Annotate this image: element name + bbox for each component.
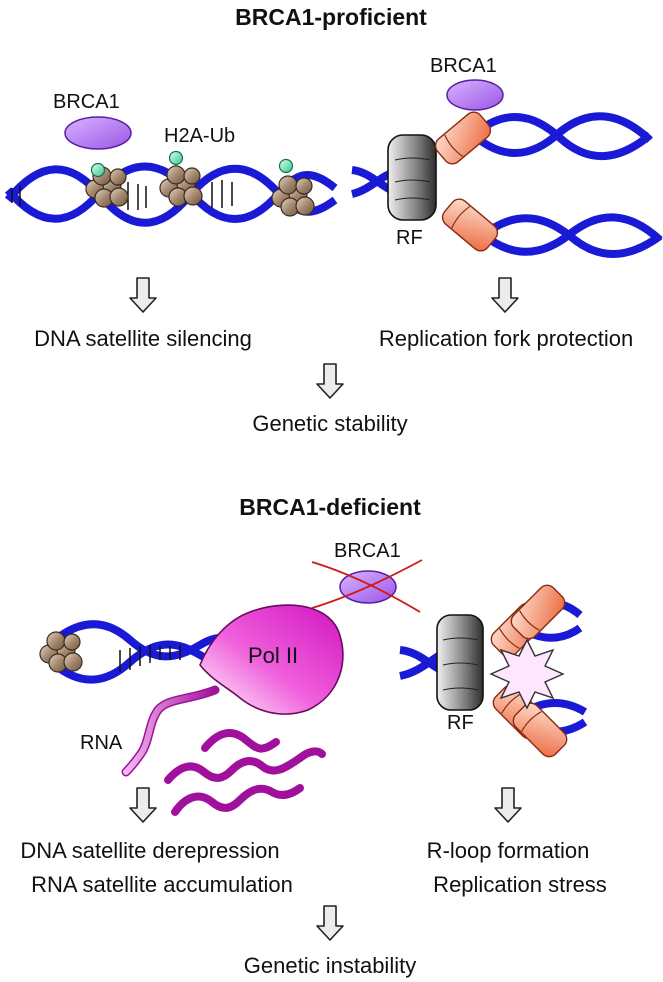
pol-ii-icon: [199, 604, 344, 715]
nucleosome-icon: [39, 631, 83, 673]
nucleosome-icon: [271, 175, 315, 217]
outcome-rna-accumulation: RNA satellite accumulation: [31, 872, 293, 897]
top-heading: BRCA1-proficient: [235, 4, 427, 30]
down-arrow-icon: [316, 905, 344, 941]
bottom-heading: BRCA1-deficient: [239, 494, 421, 520]
brca1-protein-icon: [64, 116, 132, 150]
down-arrow-icon: [494, 787, 522, 823]
outcome-satellite-silencing: DNA satellite silencing: [34, 326, 252, 351]
outcome-replication-stress: Replication stress: [433, 872, 607, 897]
brca1-label: BRCA1: [53, 91, 120, 113]
burst-icon: [489, 638, 565, 710]
down-arrow-icon: [316, 363, 344, 399]
rna-label: RNA: [80, 732, 123, 754]
cross-icon: [311, 559, 423, 613]
down-arrow-icon: [129, 277, 157, 313]
pol-ii-label: Pol II: [248, 643, 299, 668]
rna-strand-icon: [121, 685, 326, 816]
brca1-label: BRCA1: [430, 55, 497, 77]
down-arrow-icon: [129, 787, 157, 823]
brca1-label: BRCA1: [334, 540, 401, 562]
outcome-fork-protection: Replication fork protection: [378, 326, 634, 351]
down-arrow-icon: [491, 277, 519, 313]
replication-fork-icon: [350, 107, 663, 258]
h2a-ub-label: H2A-Ub: [164, 125, 236, 147]
outcome-satellite-derepression: DNA satellite derepression: [20, 838, 280, 863]
rf-label: RF: [396, 227, 423, 249]
outcome-r-loop-formation: R-loop formation: [426, 838, 590, 863]
rf-label: RF: [447, 712, 474, 734]
ubiquitin-icon: [90, 150, 294, 178]
replication-fork-icon: [399, 580, 588, 762]
result-genetic-stability: Genetic stability: [252, 411, 408, 436]
result-genetic-instability: Genetic instability: [243, 953, 417, 978]
brca1-protein-icon: [446, 79, 504, 111]
